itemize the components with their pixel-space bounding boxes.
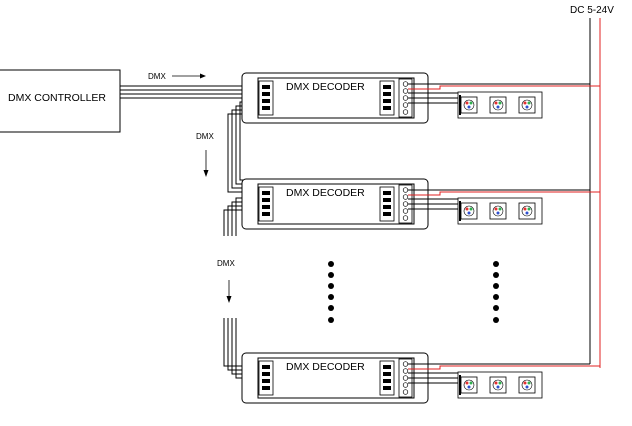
led-strip bbox=[457, 91, 543, 119]
rgb-led-icon bbox=[460, 96, 478, 114]
decoder-label: DMX DECODER bbox=[286, 81, 365, 93]
dmx-decoder: DMX DECODER bbox=[241, 178, 600, 230]
output-wires bbox=[408, 189, 600, 210]
led-strip bbox=[457, 197, 543, 225]
arrow-right-icon bbox=[172, 73, 206, 79]
rgb-led-icon bbox=[518, 96, 536, 114]
led-strip bbox=[457, 371, 543, 399]
decoders: DMX DECODER DMX DECODER DMX DECODER bbox=[241, 72, 600, 404]
rgb-led-icon bbox=[518, 376, 536, 394]
ellipsis-vertical-icon bbox=[493, 261, 499, 323]
ellipsis-vertical-icon bbox=[328, 261, 334, 323]
power-rails bbox=[589, 18, 601, 368]
arrow-down-icon bbox=[203, 150, 209, 177]
decoder-label: DMX DECODER bbox=[286, 187, 365, 199]
rgb-led-icon bbox=[489, 202, 507, 220]
controller-label: DMX CONTROLLER bbox=[8, 92, 106, 104]
decoder-label: DMX DECODER bbox=[286, 361, 365, 373]
output-wires bbox=[408, 363, 600, 384]
rgb-led-icon bbox=[489, 96, 507, 114]
power-label: DC 5-24V bbox=[570, 5, 614, 16]
dmx-label-mid: DMX bbox=[196, 132, 214, 141]
output-wires bbox=[408, 83, 600, 104]
rgb-led-icon bbox=[518, 202, 536, 220]
dmx-label-top: DMX bbox=[148, 72, 166, 81]
rgb-led-icon bbox=[460, 202, 478, 220]
rgb-led-icon bbox=[460, 376, 478, 394]
dmx-controller: DMX CONTROLLER bbox=[0, 69, 121, 133]
dmx-bus-controller bbox=[120, 85, 258, 99]
dmx-label-lower: DMX bbox=[217, 259, 235, 268]
arrow-down-icon bbox=[226, 280, 232, 303]
dmx-decoder: DMX DECODER bbox=[241, 352, 600, 404]
dmx-decoder: DMX DECODER bbox=[241, 72, 600, 124]
rgb-led-icon bbox=[489, 376, 507, 394]
